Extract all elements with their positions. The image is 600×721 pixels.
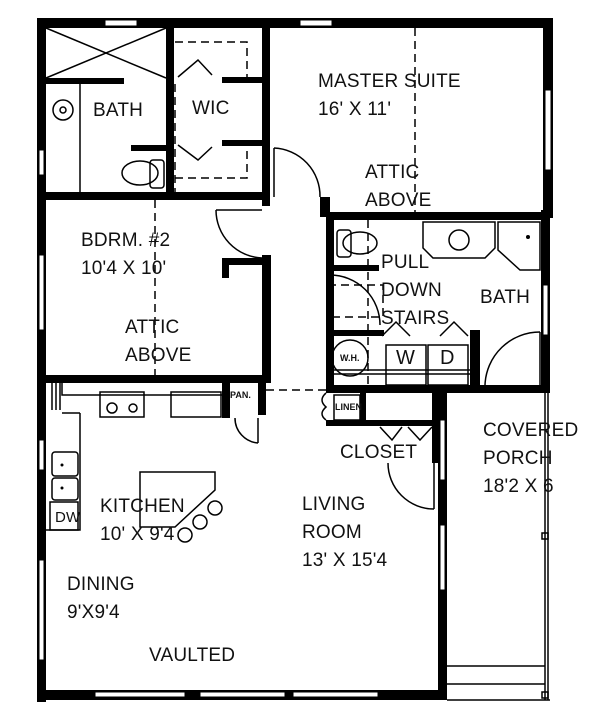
- room-label-bath-1: BATH: [93, 100, 144, 121]
- room-label-master-suite: MASTER SUITE: [318, 71, 461, 92]
- room-size-kitchen: 10' X 9'4: [100, 524, 175, 545]
- fixtures: [45, 27, 541, 543]
- pull-down-stairs-2: DOWN: [381, 280, 442, 301]
- dishwasher-label: DW: [55, 509, 81, 526]
- windows: [38, 19, 552, 698]
- vaulted-note: VAULTED: [149, 645, 236, 666]
- pull-down-stairs-1: PULL: [381, 252, 430, 273]
- room-label-wic: WIC: [192, 98, 230, 119]
- water-heater-label: W.H.: [340, 353, 360, 363]
- room-size-master-suite: 16' X 11': [318, 99, 392, 120]
- room-label-bath-2: BATH: [480, 287, 531, 308]
- room-size-porch: 18'2 X 6: [483, 476, 554, 497]
- room-size-bedroom-2: 10'4 X 10': [81, 258, 167, 279]
- attic-note-bedroom-2: ABOVE: [125, 345, 192, 366]
- washer-label: W: [396, 347, 416, 369]
- attic-note-bedroom-1: ATTIC: [125, 317, 180, 338]
- interior-walls: [46, 28, 550, 463]
- room-label-kitchen: KITCHEN: [100, 496, 185, 517]
- door-swings: [215, 147, 541, 510]
- pull-down-stairs-3: STAIRS: [381, 308, 450, 329]
- room-label-porch-2: PORCH: [483, 448, 553, 469]
- room-label-living-1: LIVING: [302, 494, 366, 515]
- room-size-living: 13' X 15'4: [302, 550, 388, 571]
- room-label-closet: CLOSET: [340, 442, 418, 463]
- porch-rail: [447, 393, 550, 701]
- attic-note-master-1: ATTIC: [365, 162, 420, 183]
- linen-label: LINEN: [335, 402, 362, 412]
- room-label-dining: DINING: [67, 574, 135, 595]
- dryer-label: D: [440, 347, 455, 369]
- room-size-dining: 9'X9'4: [67, 602, 120, 623]
- room-label-porch-1: COVERED: [483, 420, 579, 441]
- room-label-bedroom-2: BDRM. #2: [81, 230, 171, 251]
- room-label-living-2: ROOM: [302, 522, 362, 543]
- attic-note-master-2: ABOVE: [365, 190, 432, 211]
- pantry-label: PAN.: [230, 390, 251, 400]
